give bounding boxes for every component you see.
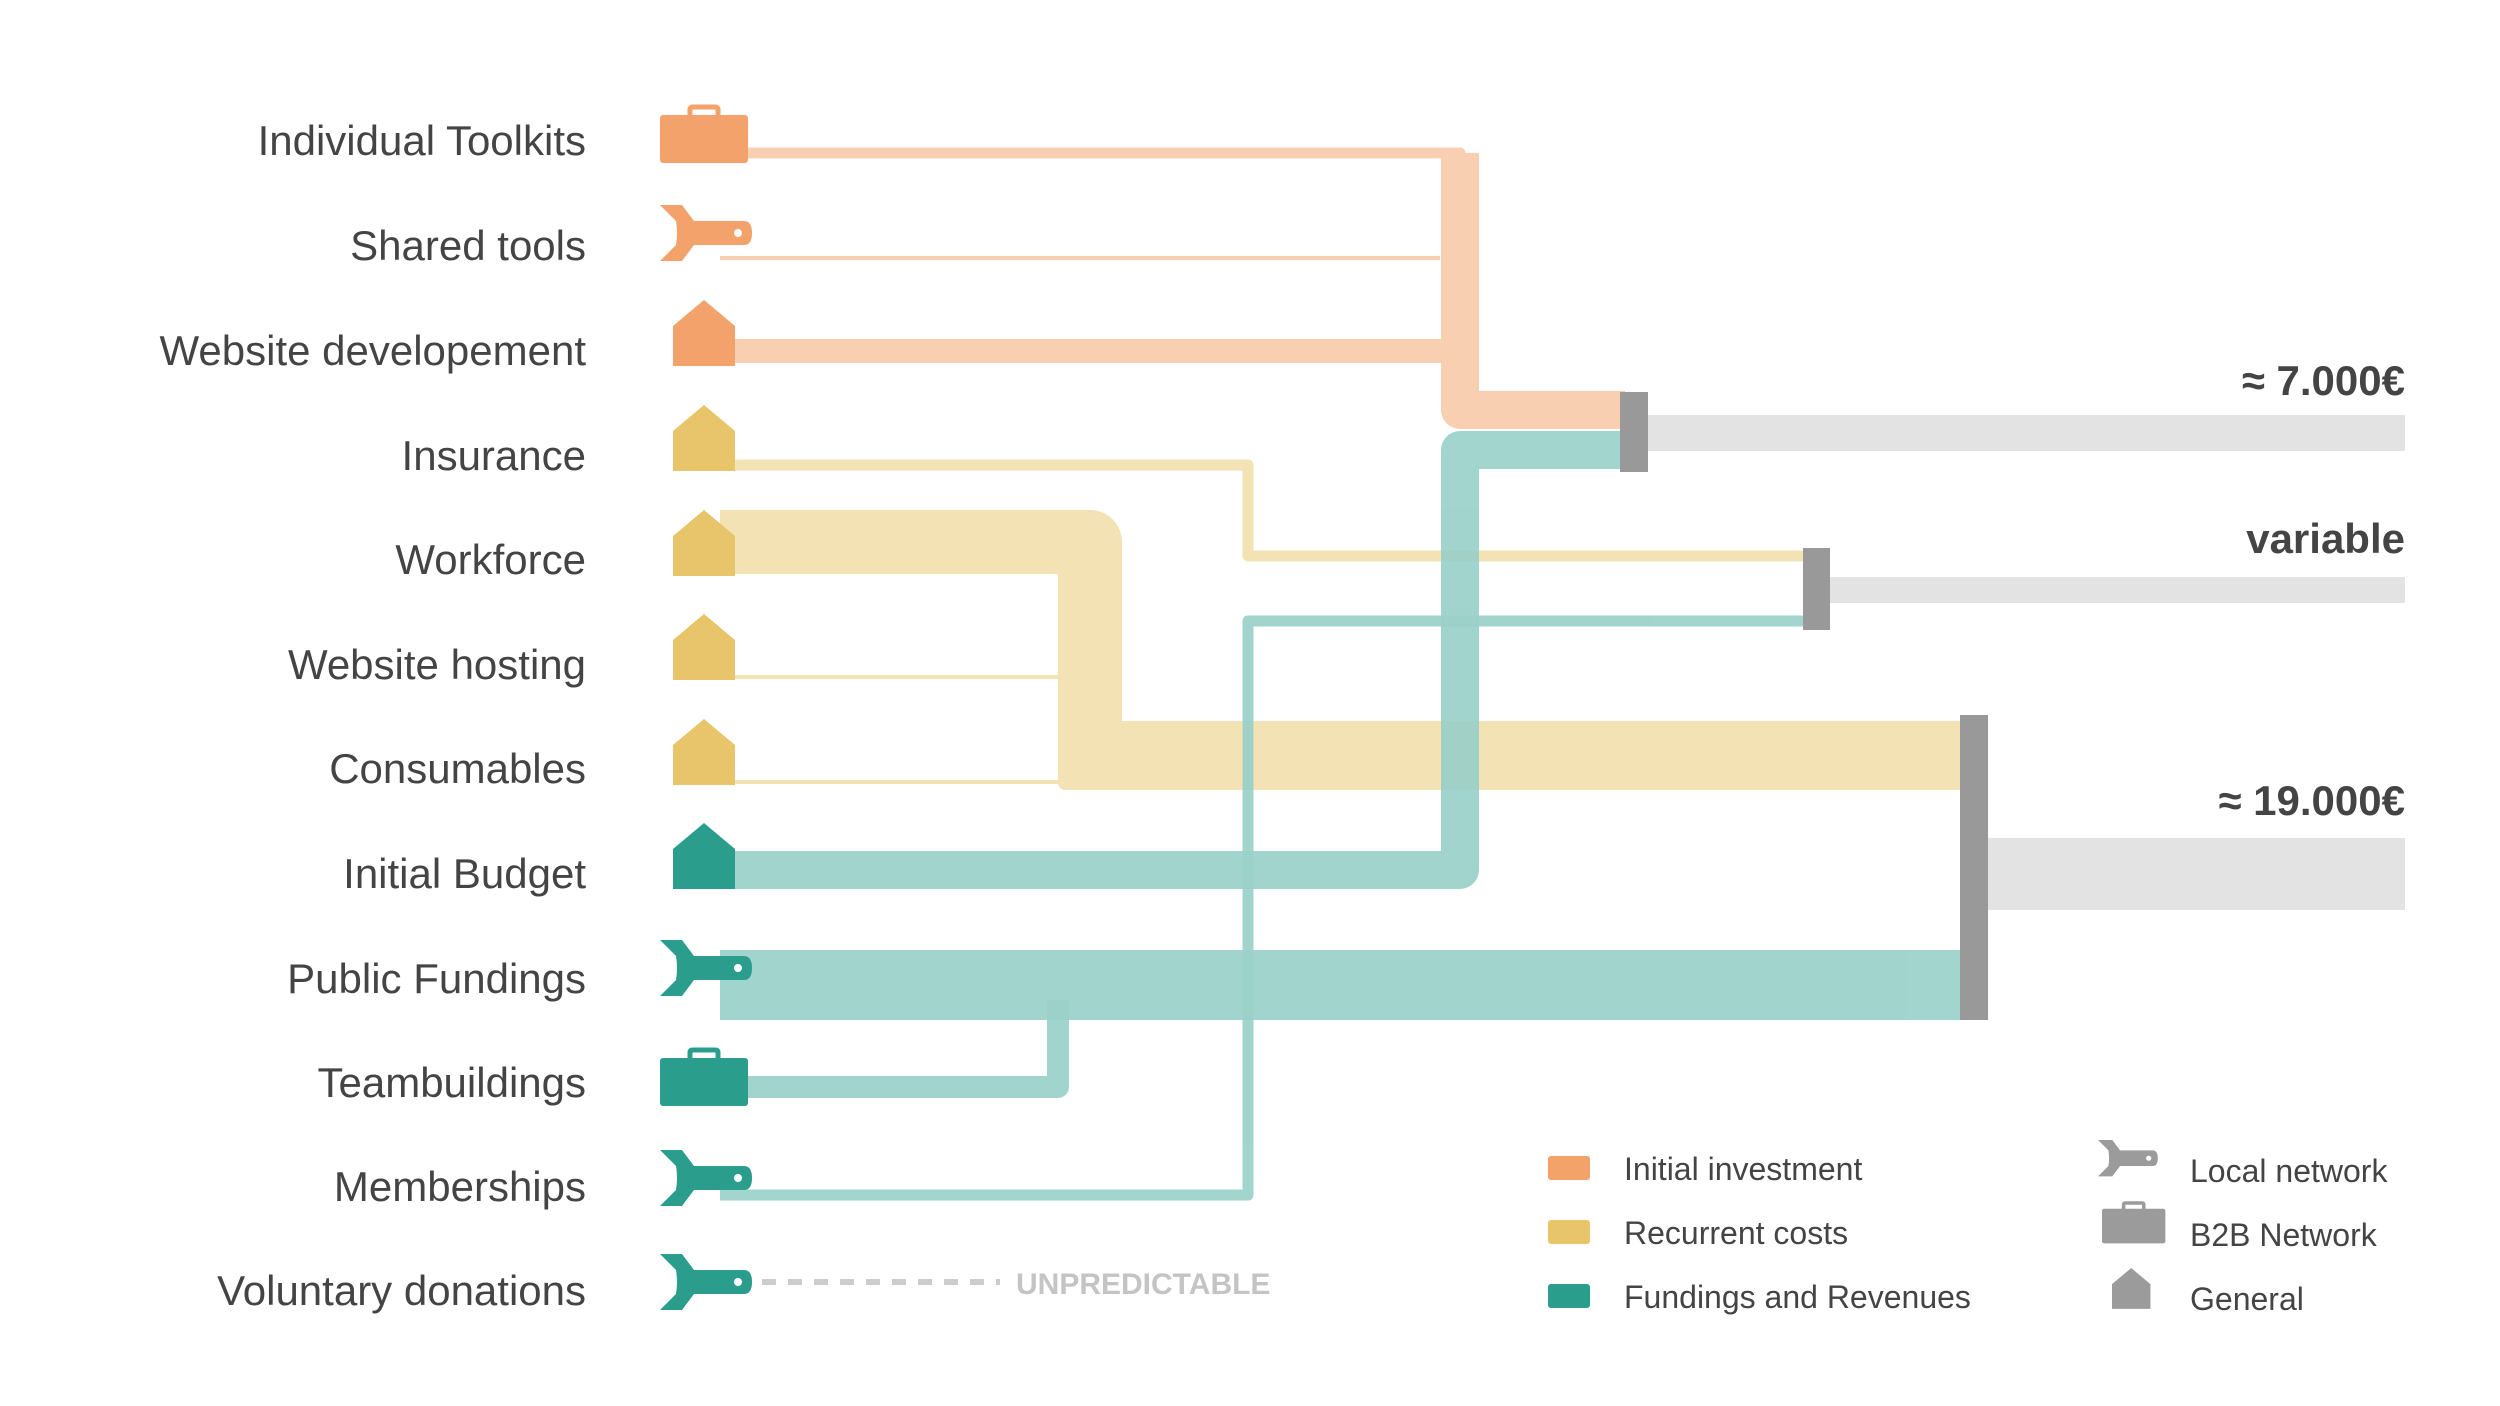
house-icon (673, 719, 735, 785)
label-public-fundings: Public Fundings (287, 955, 586, 1002)
wrench-icon (2098, 1140, 2158, 1177)
item-icons (660, 104, 752, 1310)
toolbox-icon (2102, 1201, 2166, 1244)
house-icon (673, 614, 735, 680)
toolbox-icon (660, 104, 748, 163)
flow-teambuildings (720, 1000, 1069, 1098)
wrench-icon (660, 1150, 752, 1206)
label-website-hosting: Website hosting (288, 641, 586, 688)
legend-label-general: General (2190, 1281, 2304, 1317)
total-bar-7000 (1648, 415, 2405, 451)
legend-label-initial: Initial investment (1624, 1151, 1862, 1187)
house-icon (673, 405, 735, 471)
total-label-variable: variable (2246, 515, 2405, 562)
flow-insurance (720, 459, 1815, 562)
legend: Initial investment Recurrent costs Fundi… (1548, 1140, 2388, 1317)
flow-initial-merge (1441, 153, 1625, 429)
legend-label-funding: Fundings and Revenues (1624, 1279, 1971, 1315)
label-memberships: Memberships (334, 1163, 586, 1210)
flow-website-hosting (720, 675, 1062, 766)
legend-label-recurrent: Recurrent costs (1624, 1215, 1848, 1251)
house-icon (673, 823, 735, 889)
node-variable (1803, 548, 1830, 630)
label-workforce: Workforce (395, 536, 586, 583)
unpredictable: UNPREDICTABLE (762, 1268, 1270, 1301)
label-initial-budget: Initial Budget (343, 850, 586, 897)
label-website-developement: Website developement (160, 327, 587, 374)
label-shared-tools: Shared tools (350, 222, 586, 269)
flow-consumables (720, 700, 1062, 784)
legend-label-local-network: Local network (2190, 1153, 2388, 1189)
label-insurance: Insurance (402, 432, 586, 479)
total-bar-19000 (1988, 838, 2405, 910)
flow-initial-budget (720, 431, 1625, 889)
label-consumables: Consumables (329, 745, 586, 792)
node-7000 (1620, 392, 1648, 472)
label-voluntary-donations: Voluntary donations (217, 1267, 586, 1314)
legend-swatch-recurrent (1548, 1220, 1590, 1244)
total-bar-variable (1830, 577, 2405, 603)
item-labels: Individual Toolkits Shared tools Website… (160, 117, 587, 1314)
legend-label-b2b-network: B2B Network (2190, 1217, 2378, 1253)
legend-swatch-initial (1548, 1156, 1590, 1180)
house-icon (2112, 1268, 2151, 1309)
wrench-icon (660, 205, 752, 261)
flows (720, 147, 1965, 1201)
totals: ≈ 7.000€ variable ≈ 19.000€ (1620, 357, 2405, 1020)
label-individual-toolkits: Individual Toolkits (258, 117, 586, 164)
wrench-icon (660, 1254, 752, 1310)
house-icon (673, 300, 735, 366)
flow-individual-toolkits (720, 147, 1625, 418)
node-19000 (1960, 715, 1988, 1020)
legend-swatch-funding (1548, 1284, 1590, 1308)
house-icon (673, 510, 735, 576)
unpredictable-label: UNPREDICTABLE (1016, 1268, 1270, 1301)
wrench-icon (660, 940, 752, 996)
flow-recurrent-merge (1058, 550, 1965, 790)
total-label-7000: ≈ 7.000€ (2242, 357, 2405, 404)
flow-workforce (720, 510, 1965, 785)
label-teambuildings: Teambuildings (318, 1059, 587, 1106)
total-label-19000: ≈ 19.000€ (2218, 777, 2405, 824)
flow-memberships (720, 615, 1815, 1201)
toolbox-icon (660, 1047, 748, 1106)
